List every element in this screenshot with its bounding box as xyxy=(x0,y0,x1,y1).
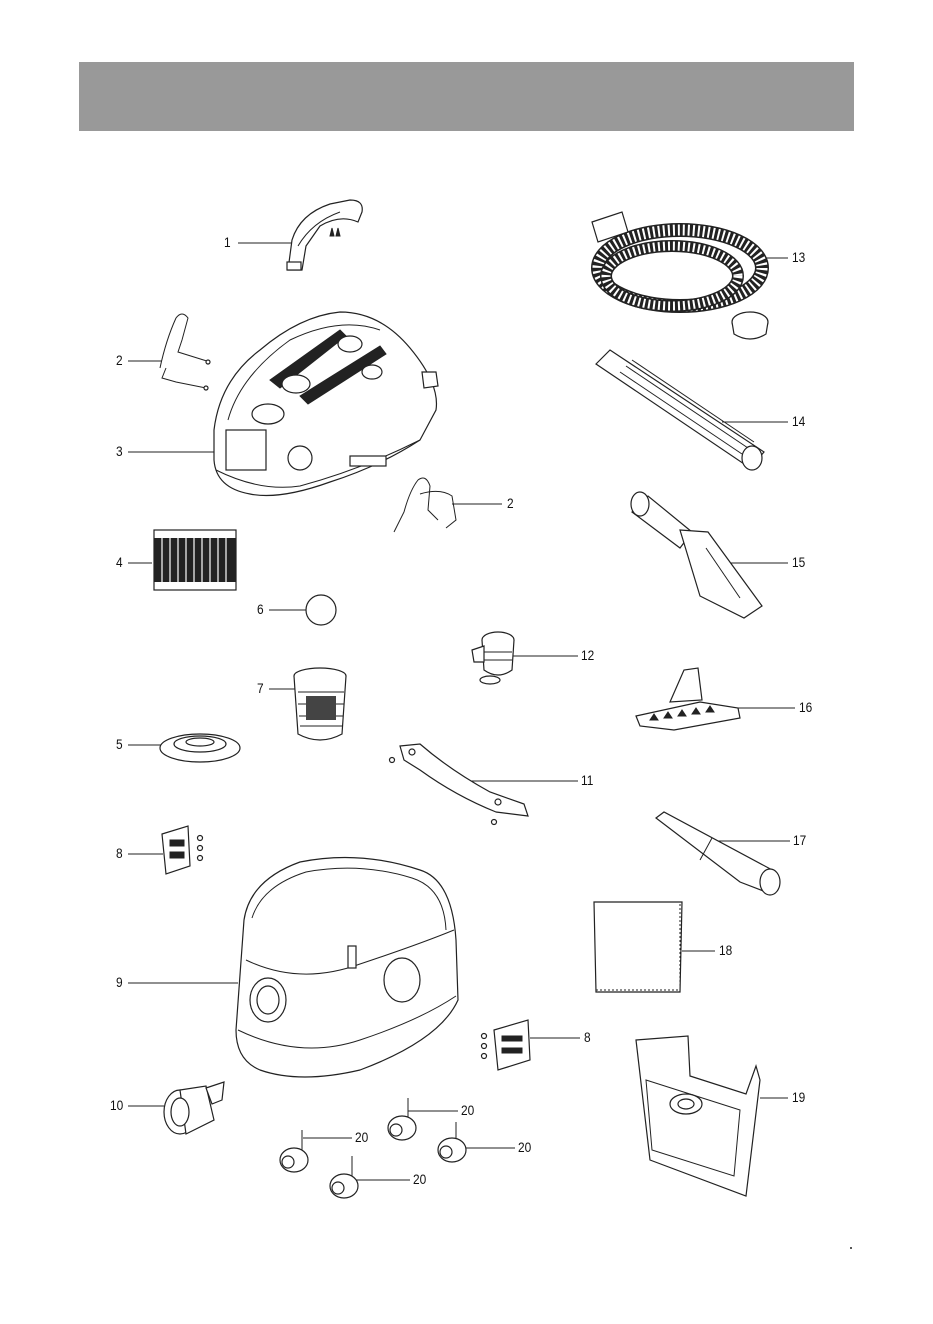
label-part-4: 4 xyxy=(116,555,123,569)
label-part-10: 10 xyxy=(110,1098,123,1112)
label-part-16: 16 xyxy=(799,700,812,714)
label-part-15: 15 xyxy=(792,555,805,569)
label-part-11: 11 xyxy=(581,773,593,787)
part-2-clip-wire-left xyxy=(160,314,210,390)
label-part-5: 5 xyxy=(116,737,123,751)
part-17-crevice-tool xyxy=(656,812,780,895)
part-9-tank xyxy=(236,858,458,1078)
label-part-18: 18 xyxy=(719,943,732,957)
label-part-19: 19 xyxy=(792,1090,805,1104)
part-20-caster-wheel-c xyxy=(438,1122,466,1162)
part-18-filter-bag xyxy=(594,902,682,992)
label-part-8: 8 xyxy=(584,1030,591,1044)
label-part-2: 2 xyxy=(507,496,514,510)
label-part-1: 1 xyxy=(224,235,231,249)
label-part-14: 14 xyxy=(792,414,805,428)
part-15-wet-nozzle xyxy=(631,492,762,618)
part-12-hose-connector xyxy=(472,632,514,684)
page-mark xyxy=(850,1247,852,1249)
part-13-hose xyxy=(592,212,768,339)
label-part-20: 20 xyxy=(355,1130,368,1144)
part-5-float-ring xyxy=(160,734,240,762)
label-part-3: 3 xyxy=(116,444,123,458)
label-part-2: 2 xyxy=(116,353,123,367)
label-part-20: 20 xyxy=(461,1103,474,1117)
part-7-filter-cage xyxy=(294,668,346,740)
part-3-motor-head xyxy=(214,312,438,496)
part-8-bracket-right xyxy=(482,1020,531,1070)
part-2-clip-wire-right xyxy=(394,478,456,532)
part-10-inlet-adapter xyxy=(164,1082,224,1134)
label-part-8: 8 xyxy=(116,846,123,860)
label-part-6: 6 xyxy=(257,602,264,616)
part-14-extension-tube xyxy=(596,350,764,470)
label-part-20: 20 xyxy=(413,1172,426,1186)
part-1-carry-handle xyxy=(287,200,362,270)
label-part-13: 13 xyxy=(792,250,805,264)
part-19-paper-bag xyxy=(636,1036,760,1196)
label-part-17: 17 xyxy=(793,833,806,847)
part-20-caster-wheel-a xyxy=(388,1098,416,1140)
part-20-caster-wheel-d xyxy=(330,1156,358,1198)
label-part-7: 7 xyxy=(257,681,264,695)
part-8-bracket-left xyxy=(162,826,203,874)
part-11-push-handle xyxy=(390,744,529,825)
part-20-caster-wheel-b xyxy=(280,1130,308,1172)
part-6-disc xyxy=(306,595,336,625)
label-part-12: 12 xyxy=(581,648,594,662)
label-part-20: 20 xyxy=(518,1140,531,1154)
part-4-cartridge-filter xyxy=(154,530,236,590)
part-16-floor-nozzle xyxy=(636,668,740,730)
label-part-9: 9 xyxy=(116,975,123,989)
